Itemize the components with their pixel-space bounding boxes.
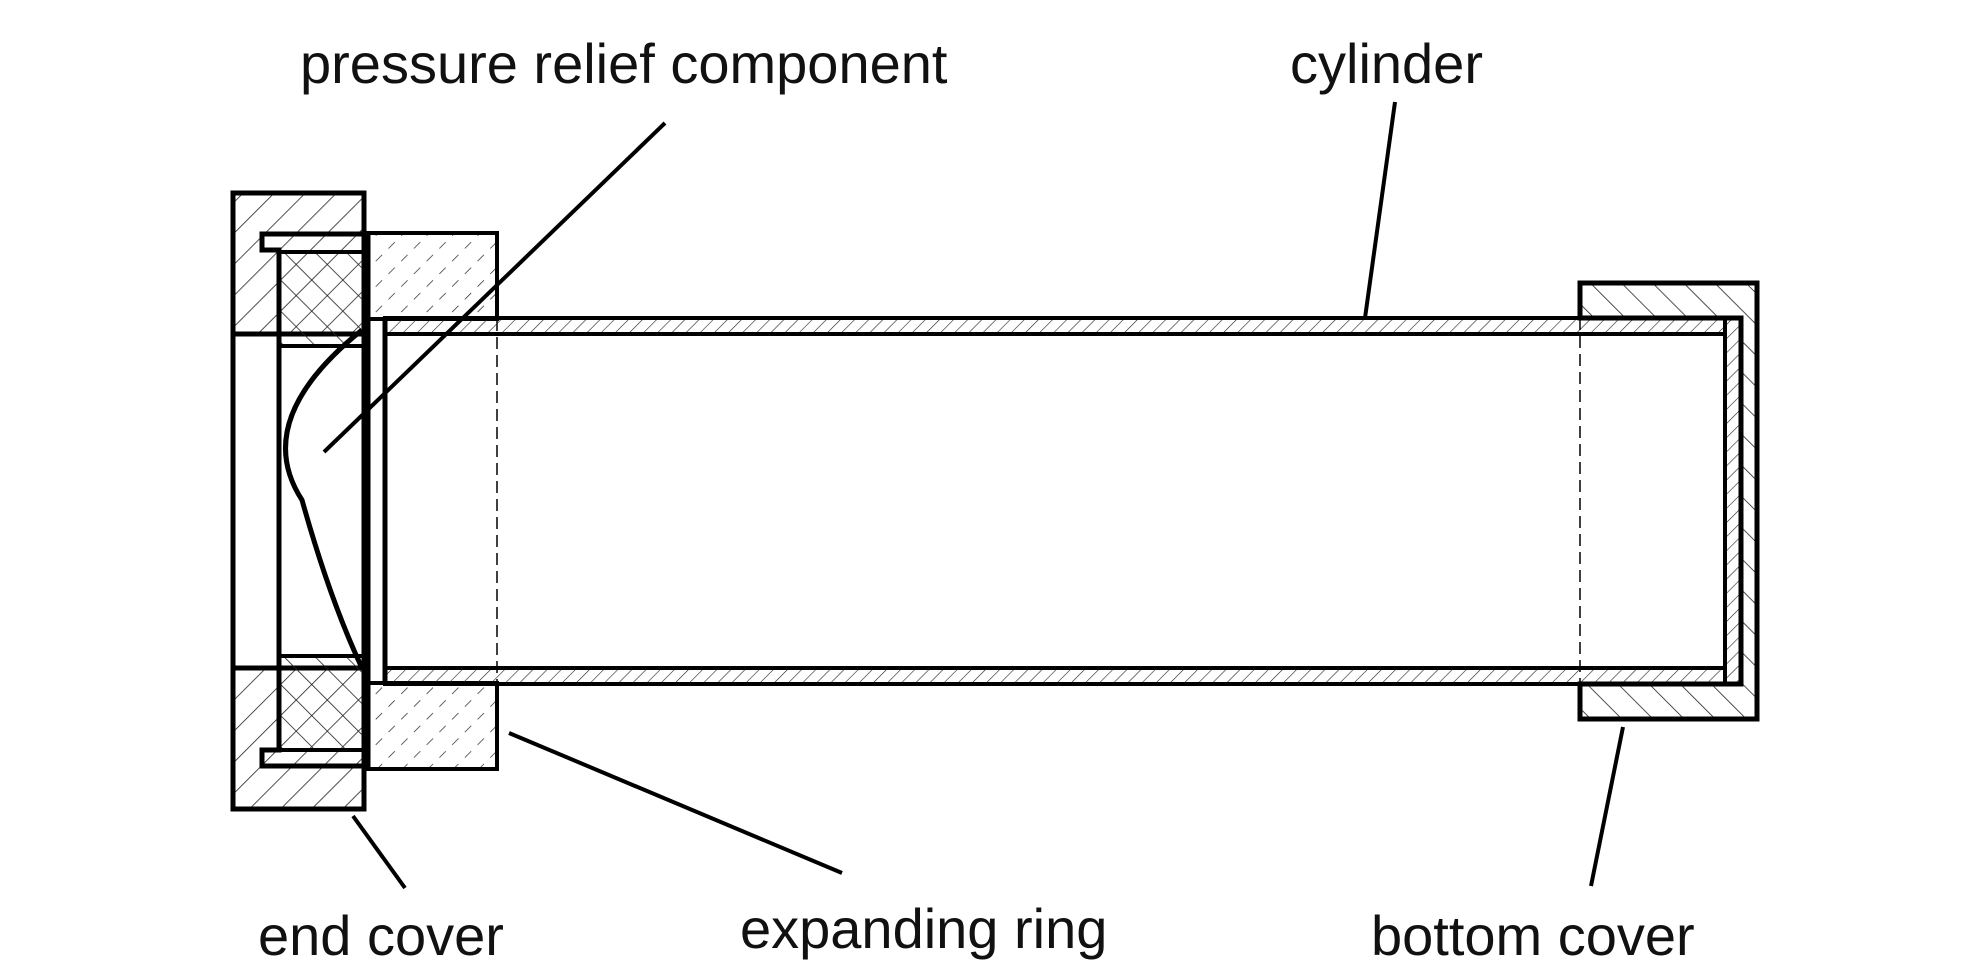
label-pressure-relief-component: pressure relief component [300, 32, 948, 95]
leader-end-cover [351, 814, 407, 890]
pressure-relief-dome [283, 328, 365, 670]
label-expanding-ring: expanding ring [740, 897, 1107, 960]
leader-bottom-cover [1589, 726, 1625, 887]
leader-expanding-ring [508, 731, 843, 875]
cylinder-part [382, 316, 1727, 686]
label-cylinder: cylinder [1290, 32, 1483, 95]
leader-cylinder [1363, 101, 1397, 319]
flange-sleeve-part [259, 231, 371, 769]
label-bottom-cover: bottom cover [1371, 904, 1695, 967]
bottom-cover-part [1577, 280, 1760, 722]
label-end-cover: end cover [258, 904, 504, 967]
leader-pressure-relief [322, 121, 667, 454]
